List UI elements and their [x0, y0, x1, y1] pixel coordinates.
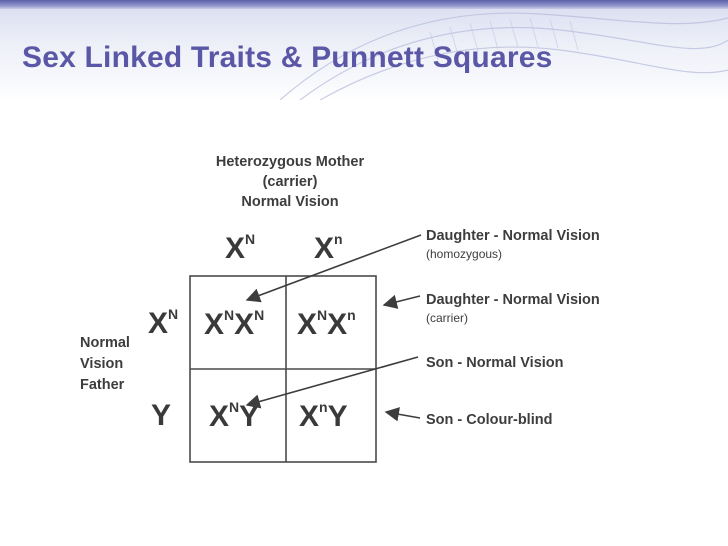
mother-label-line-2: (carrier) [263, 174, 318, 190]
father-allele-1: XN [148, 306, 178, 340]
arrow-daughter-carrier [384, 296, 420, 305]
punnett-grid [190, 276, 376, 462]
arrow-son-colourblind [386, 412, 420, 418]
annotation-3-title: Son - Normal Vision [426, 355, 564, 371]
arrow-son-normal [247, 357, 418, 405]
father-label-line-3: Father [80, 377, 125, 393]
annotation-1-title: Daughter - Normal Vision [426, 228, 600, 244]
annotation-1-note: (homozygous) [426, 247, 502, 261]
father-label-line-2: Vision [80, 356, 123, 372]
mother-label-line-3: Normal Vision [241, 194, 338, 210]
cell-genotype-2: XNXn [297, 307, 356, 341]
cell-genotype-4: XnY [299, 399, 348, 433]
annotation-4-title: Son - Colour-blind [426, 412, 552, 428]
father-allele-2: Y [151, 399, 171, 432]
father-label-line-1: Normal [80, 335, 130, 351]
annotation-2-title: Daughter - Normal Vision [426, 292, 600, 308]
annotation-2-note: (carrier) [426, 311, 468, 325]
mother-allele-1: XN [225, 231, 255, 265]
mother-label-line-1: Heterozygous Mother [216, 154, 365, 170]
mother-allele-2: Xn [314, 231, 343, 265]
cell-genotype-1: XNXN [204, 307, 264, 341]
